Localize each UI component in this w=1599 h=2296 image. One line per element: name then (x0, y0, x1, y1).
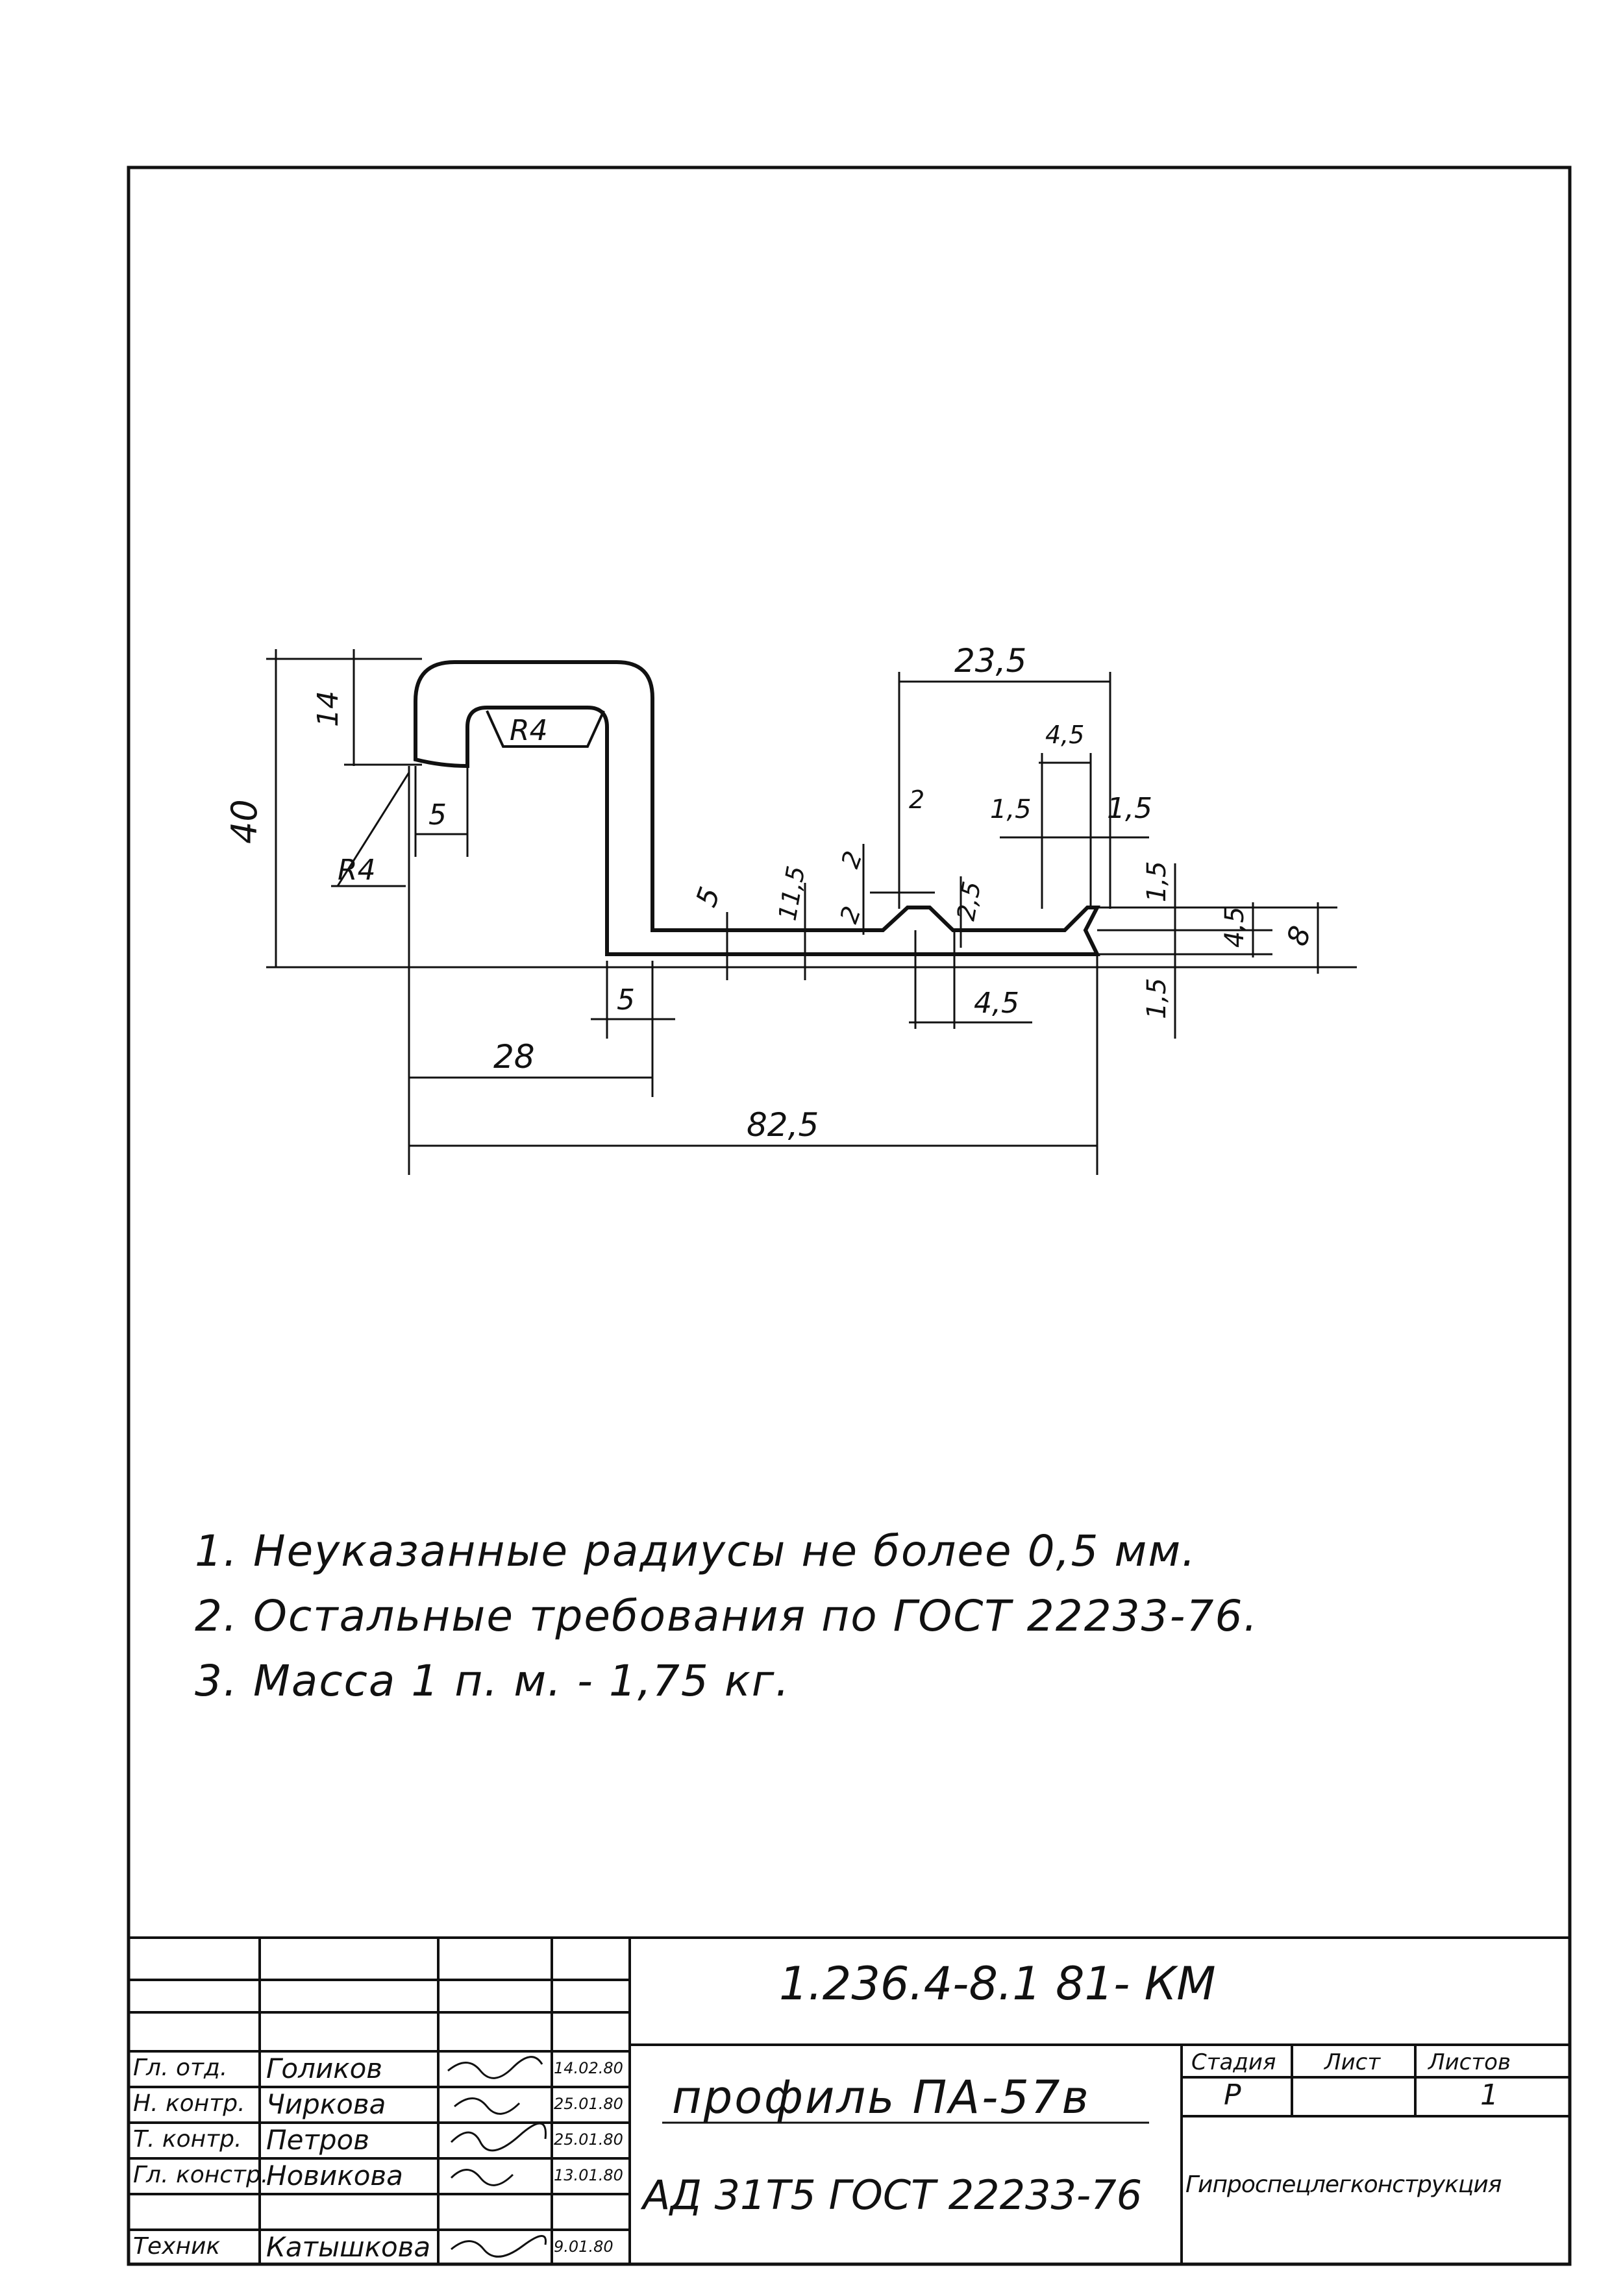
title-block-grid (129, 1936, 1570, 2264)
sig-role: Техник (133, 2233, 221, 2260)
sig-name: Голиков (266, 2053, 383, 2084)
dim-4-5-top-label: 4,5 (1045, 721, 1084, 749)
sig-date: 14.02.80 (554, 2059, 623, 2077)
sig-role: Н. контр. (133, 2090, 245, 2117)
note-1: 1. Неуказанные радиусы не более 0,5 мм. (195, 1526, 1197, 1576)
dimension-labels: 40 14 5 R4 R4 5 11,5 2 2 2 2,5 23,5 4,5 … (224, 642, 1318, 1144)
dim-14-label: 14 (312, 691, 345, 727)
dim-2-c-label: 2 (909, 785, 924, 814)
dim-4-5-bottom-label: 4,5 (974, 987, 1019, 1020)
stage-value: Р (1224, 2079, 1241, 2112)
note-2: 2. Остальные требования по ГОСТ 22233-76… (195, 1591, 1259, 1641)
sig-date: 13.01.80 (554, 2166, 623, 2184)
drawing-notes: 1. Неуказанные радиусы не более 0,5 мм. … (195, 1519, 1428, 1714)
r4-inner-notch (486, 710, 605, 748)
dim-5-bottom-label: 5 (617, 983, 635, 1017)
r4-outer-leader (336, 772, 410, 887)
sig-date: 25.01.80 (554, 2130, 623, 2149)
sig-date: 25.01.80 (554, 2095, 623, 2113)
sig-date: 9.01.80 (554, 2238, 614, 2256)
dim-1-5-a-label: 1,5 (990, 795, 1032, 824)
dim-5-top-label: 5 (428, 798, 447, 832)
dim-2-b-label: 2 (834, 902, 867, 927)
document-code: 1.236.4-8.1 81- КМ (779, 1957, 1216, 2010)
dim-23-5-label: 23,5 (954, 642, 1026, 680)
dim-5-web-label: 5 (689, 883, 727, 911)
note-3: 3. Масса 1 п. м. - 1,75 кг. (195, 1656, 791, 1706)
stage-header: Стадия (1191, 2049, 1276, 2075)
sig-role: Т. контр. (133, 2126, 242, 2153)
dim-1-5-b-label: 1,5 (1107, 792, 1152, 825)
signature-1 (447, 2056, 543, 2079)
signature-3 (450, 2122, 547, 2152)
dim-r4-outer-label: R4 (338, 854, 376, 887)
organization: Гипроспецлегконструкция (1185, 2171, 1502, 2198)
sheets-header: Листов (1428, 2049, 1511, 2075)
profile-drawing (414, 660, 1100, 1029)
dim-r4-inner-label: R4 (510, 714, 548, 747)
sig-role: Гл. констр. (133, 2162, 269, 2188)
sheets-value: 1 (1480, 2079, 1498, 2112)
sig-name: Новикова (266, 2160, 403, 2191)
sheet-header: Лист (1324, 2049, 1381, 2075)
signature-scribbles (447, 2056, 547, 2258)
dim-8-label: 8 (1280, 922, 1318, 950)
signature-5 (451, 2235, 547, 2258)
dim-40-label: 40 (224, 799, 265, 844)
dim-2-5-label: 2,5 (952, 879, 987, 922)
dim-1-5-c-label: 1,5 (1142, 861, 1172, 902)
dim-28-label: 28 (493, 1038, 535, 1076)
dimension-lines (266, 649, 1357, 1175)
dim-4-5-right-label: 4,5 (1220, 906, 1250, 948)
dim-1-5-d-label: 1,5 (1142, 978, 1172, 1019)
sheet-frame (127, 166, 1572, 2266)
sig-name: Петров (266, 2124, 369, 2156)
sig-name: Катышкова (266, 2231, 431, 2263)
part-title: профиль ПА-57в (672, 2071, 1091, 2124)
dim-82-5-label: 82,5 (747, 1106, 819, 1144)
signature-2 (454, 2097, 521, 2115)
profile-outline (414, 660, 1100, 956)
sig-name: Чиркова (266, 2088, 386, 2120)
signature-4 (450, 2169, 514, 2186)
material-spec: АД 31Т5 ГОСТ 22233-76 (643, 2171, 1143, 2219)
sig-role: Гл. отд. (133, 2055, 228, 2081)
